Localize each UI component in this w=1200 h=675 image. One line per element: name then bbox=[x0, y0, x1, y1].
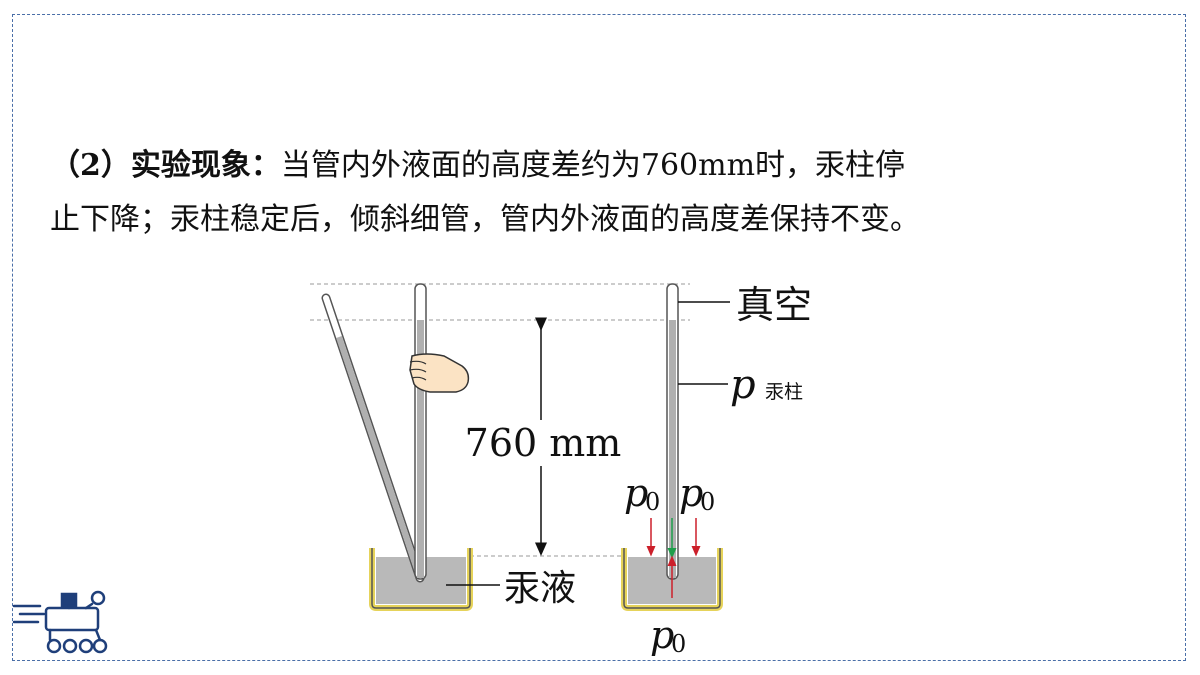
vacuum-label: 真空 bbox=[736, 283, 812, 327]
slide-frame bbox=[12, 14, 1186, 661]
text-line-1-body: 当管内外液面的高度差约为760mm时，汞柱停 bbox=[280, 148, 906, 183]
hand-icon bbox=[409, 353, 470, 393]
p0-left-subscript: 0 bbox=[645, 488, 660, 516]
p0-right-subscript: 0 bbox=[700, 488, 715, 516]
p0-bottom-symbol: p bbox=[650, 613, 674, 657]
p0-left-symbol: p bbox=[624, 471, 648, 515]
mercury-column-pressure-symbol: p bbox=[730, 362, 756, 408]
vertical-tube bbox=[414, 283, 427, 580]
text-line-2: 止下降；汞柱稳定后，倾斜细管，管内外液面的高度差保持不变。 bbox=[50, 202, 920, 237]
mercury-liquid-label: 汞液 bbox=[504, 568, 576, 609]
height-label: 760 mm bbox=[465, 421, 622, 465]
rover-robot-icon bbox=[12, 590, 108, 654]
p0-right-symbol: p bbox=[679, 471, 703, 515]
section-heading: （2）实验现象： bbox=[50, 148, 281, 183]
p0-bottom-subscript: 0 bbox=[671, 630, 686, 658]
tilted-tube bbox=[321, 293, 425, 583]
mercury-column-subscript: 汞柱 bbox=[765, 381, 803, 403]
text-line-1: （2）实验现象：当管内外液面的高度差约为760mm时，汞柱停 bbox=[50, 146, 1160, 186]
